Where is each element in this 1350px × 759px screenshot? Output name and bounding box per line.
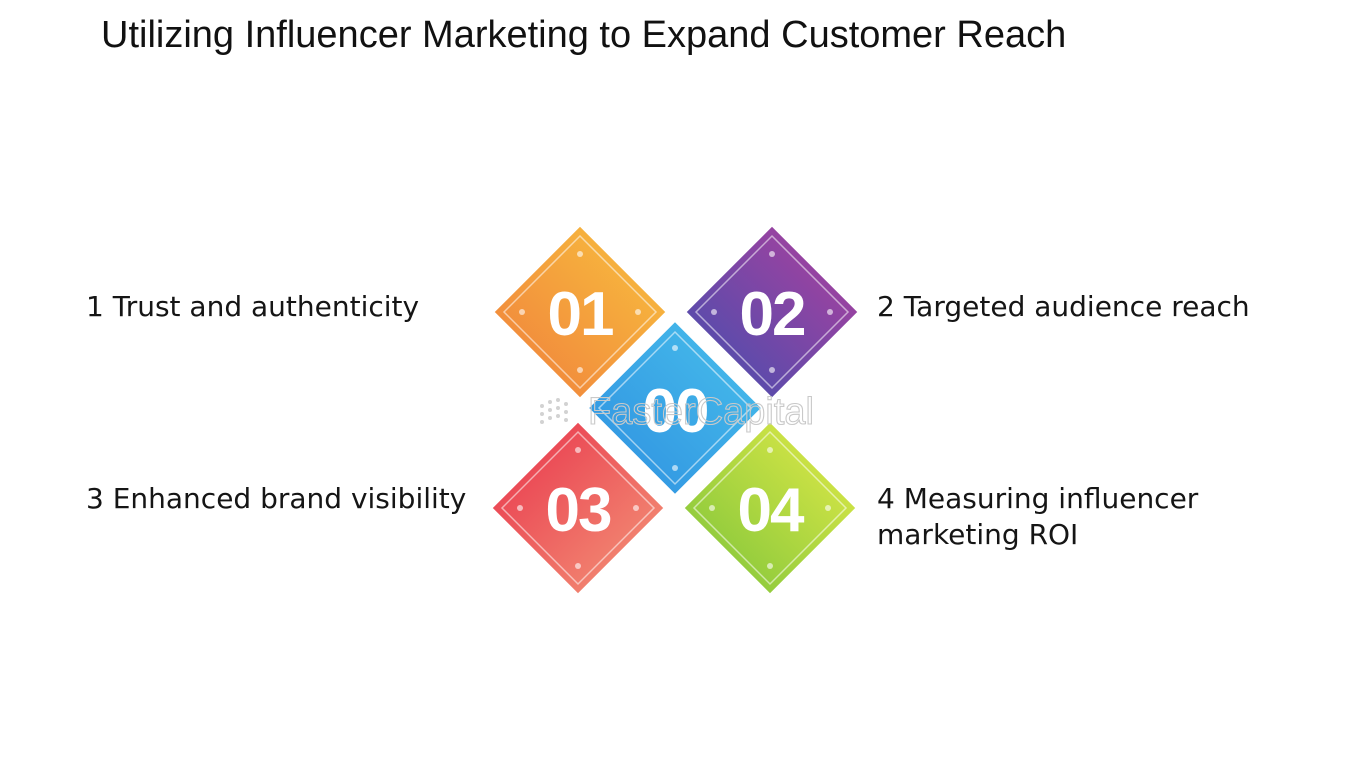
watermark-dots-icon [540,398,568,424]
page-title: Utilizing Influencer Marketing to Expand… [101,14,1067,56]
diamond-tile-03: 03 [487,417,669,599]
diamond-tile-01: 01 [489,221,671,403]
diamond-tile-00: 00 [580,313,770,503]
tile-number-01: 01 [548,280,613,349]
watermark-text: FasterCapital [588,391,814,433]
diamond-diagram-svg: 01 02 03 [487,221,863,599]
diamond-tile-02: 02 [681,221,863,403]
tile-number-03: 03 [546,476,611,545]
diamond-diagram: 01 02 03 [470,210,880,610]
item-label-4: 4 Measuring influencer marketing ROI [877,482,1199,551]
watermark-logo: FasterCapital [540,390,815,434]
item-label-1: 1 Trust and authenticity [86,290,420,323]
tile-number-04: 04 [738,476,805,545]
tile-number-02: 02 [740,280,805,349]
item-label-3: 3 Enhanced brand visibility [86,482,467,515]
item-label-2: 2 Targeted audience reach [877,290,1250,323]
tile-number-00: 00 [643,377,708,446]
diamond-tile-04: 04 [679,417,861,599]
